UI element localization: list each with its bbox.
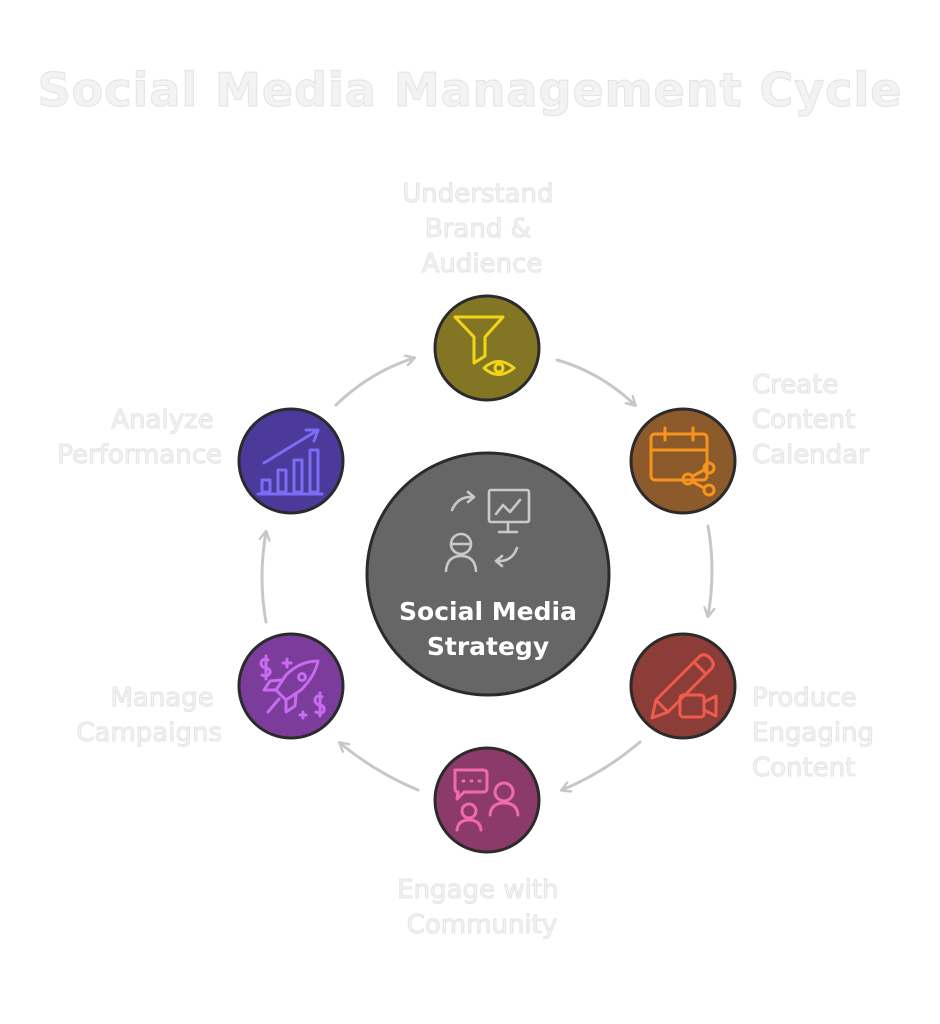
- step-engage-circle: [433, 746, 541, 854]
- growth-chart-icon: [256, 428, 324, 496]
- step-calendar-label: Create Content Calendar: [752, 370, 869, 470]
- center-node: Social Media Strategy: [365, 451, 611, 697]
- step-understand-circle: [433, 294, 541, 402]
- step-campaigns-label-line2: Campaigns: [76, 718, 222, 748]
- arrow-analyze-to-understand: [334, 358, 414, 407]
- step-engage-label-line2: Community: [407, 910, 557, 940]
- cycle-arrows: [262, 358, 712, 790]
- pencil-video-icon: [650, 653, 718, 720]
- step-campaigns: Manage Campaigns: [76, 632, 345, 749]
- step-engage-label: Engage with Community: [397, 875, 567, 940]
- step-understand-label-line2: Brand &: [425, 214, 531, 244]
- step-analyze-label-line2: Performance: [57, 440, 222, 470]
- step-calendar-circle: [629, 407, 737, 515]
- step-understand: Understand Brand & Audience: [402, 179, 562, 402]
- center-circle: [365, 451, 611, 697]
- arrow-understand-to-calendar: [555, 358, 635, 405]
- strategy-presentation-icon: [444, 488, 531, 573]
- step-campaigns-label: Manage Campaigns: [76, 683, 222, 748]
- step-analyze-label-line1: Analyze: [111, 405, 213, 435]
- step-produce: Produce Engaging Content: [629, 632, 882, 784]
- arrow-engage-to-campaigns: [340, 743, 420, 792]
- step-understand-label: Understand Brand & Audience: [402, 179, 562, 279]
- step-analyze: Analyze Performance: [57, 405, 345, 515]
- step-campaigns-label-line1: Manage: [110, 683, 213, 713]
- step-understand-label-line1: Understand: [402, 179, 553, 209]
- step-produce-label-line1: Produce: [752, 683, 857, 713]
- arrow-campaigns-to-analyze: [262, 532, 266, 624]
- center-label-line2: Strategy: [427, 632, 549, 661]
- arrow-produce-to-engage: [562, 740, 642, 790]
- step-produce-label: Produce Engaging Content: [752, 683, 882, 783]
- step-engage: Engage with Community: [397, 746, 567, 941]
- arrow-calendar-to-produce: [708, 524, 712, 616]
- calendar-share-icon: [649, 426, 716, 497]
- funnel-eye-icon: [453, 315, 516, 376]
- step-analyze-circle: [237, 407, 345, 515]
- step-engage-label-line1: Engage with: [397, 875, 558, 905]
- step-produce-label-line3: Content: [752, 753, 855, 783]
- diagram-title: Social Media Management Cycle: [38, 63, 903, 117]
- center-label-line1: Social Media: [399, 597, 577, 626]
- step-campaigns-circle: [237, 632, 345, 740]
- community-chat-icon: [453, 768, 520, 832]
- step-produce-label-line2: Engaging: [752, 718, 874, 748]
- step-calendar-label-line2: Content: [752, 405, 855, 435]
- step-produce-circle: [629, 632, 737, 740]
- step-understand-label-line3: Audience: [422, 249, 543, 279]
- rocket-money-icon: [259, 654, 326, 720]
- step-calendar-label-line3: Calendar: [752, 440, 869, 470]
- step-analyze-label: Analyze Performance: [57, 405, 222, 470]
- step-calendar-label-line1: Create: [752, 370, 838, 400]
- step-calendar: Create Content Calendar: [629, 370, 870, 515]
